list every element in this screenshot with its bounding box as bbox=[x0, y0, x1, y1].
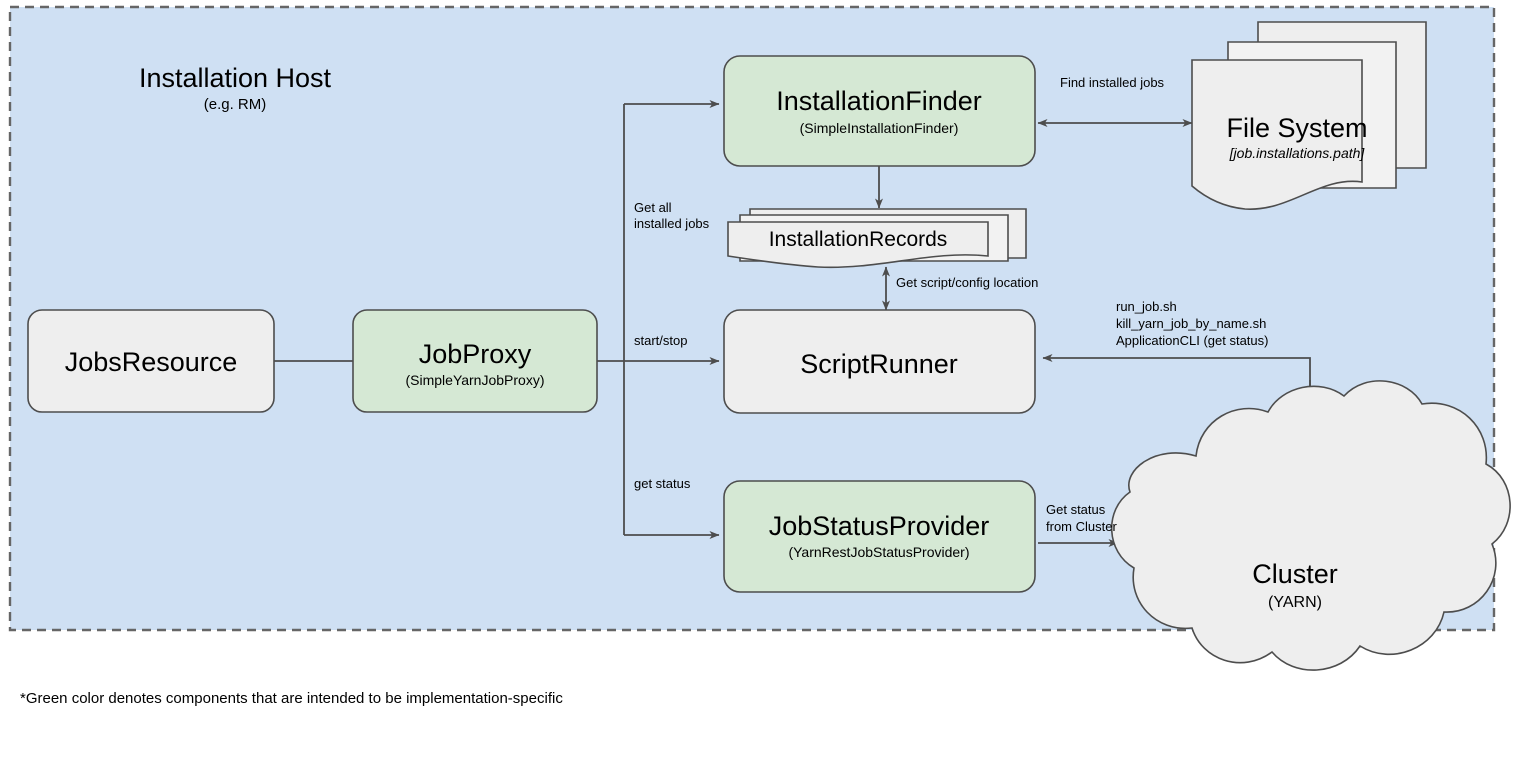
edge-label-run-job-sh: run_job.sh bbox=[1116, 299, 1177, 314]
cluster-title: Cluster bbox=[1252, 559, 1338, 589]
edge-label-find-installed-jobs: Find installed jobs bbox=[1060, 75, 1165, 90]
file-system-title: File System bbox=[1226, 113, 1367, 143]
edge-label-get-all-installed-jobs-line1: Get all bbox=[634, 200, 672, 215]
script-runner-title: ScriptRunner bbox=[800, 349, 958, 379]
installation-finder-box bbox=[723, 55, 1036, 167]
installation-host-title: Installation Host bbox=[139, 63, 332, 93]
file-system-subtitle: [job.installations.path] bbox=[1229, 145, 1366, 161]
edge-label-get-status-from-cluster-line1: Get status bbox=[1046, 502, 1106, 517]
edge-label-start-stop: start/stop bbox=[634, 333, 687, 348]
job-status-provider-subtitle: (YarnRestJobStatusProvider) bbox=[788, 544, 969, 560]
installation-records-title: InstallationRecords bbox=[769, 228, 948, 251]
edge-label-get-status-from-cluster-line2: from Cluster bbox=[1046, 519, 1117, 534]
job-proxy-subtitle: (SimpleYarnJobProxy) bbox=[405, 372, 544, 388]
cluster-cloud-shape bbox=[1110, 380, 1511, 671]
edge-label-kill-yarn-job-by-name-sh: kill_yarn_job_by_name.sh bbox=[1116, 316, 1266, 331]
file-system-node[interactable]: File System [job.installations.path] bbox=[1191, 21, 1427, 210]
footnote-green-legend: *Green color denotes components that are… bbox=[20, 690, 563, 707]
job-proxy-title: JobProxy bbox=[419, 339, 532, 369]
job-status-provider-box bbox=[723, 480, 1036, 593]
installation-finder-subtitle: (SimpleInstallationFinder) bbox=[800, 120, 959, 136]
cluster-node[interactable]: Cluster (YARN) bbox=[1110, 380, 1511, 671]
job-status-provider-node[interactable]: JobStatusProvider (YarnRestJobStatusProv… bbox=[723, 480, 1036, 593]
edge-label-get-all-installed-jobs-line2: installed jobs bbox=[634, 216, 710, 231]
installation-finder-node[interactable]: InstallationFinder (SimpleInstallationFi… bbox=[723, 55, 1036, 167]
installation-host-subtitle: (e.g. RM) bbox=[204, 96, 267, 113]
cluster-subtitle: (YARN) bbox=[1268, 594, 1322, 611]
jobs-resource-node[interactable]: JobsResource bbox=[27, 309, 275, 413]
job-proxy-box bbox=[352, 309, 598, 413]
edge-label-get-script-config-location: Get script/config location bbox=[896, 275, 1038, 290]
jobs-resource-box bbox=[27, 309, 275, 413]
job-status-provider-title: JobStatusProvider bbox=[769, 511, 990, 541]
job-proxy-node[interactable]: JobProxy (SimpleYarnJobProxy) bbox=[352, 309, 598, 413]
edge-label-applicationcli-get-status: ApplicationCLI (get status) bbox=[1116, 333, 1268, 348]
installation-records-sheet-front bbox=[727, 221, 989, 269]
edge-label-get-status: get status bbox=[634, 476, 691, 491]
jobs-resource-title: JobsResource bbox=[65, 347, 238, 377]
file-system-sheet-front bbox=[1191, 59, 1363, 210]
script-runner-box bbox=[723, 309, 1036, 414]
script-runner-node[interactable]: ScriptRunner bbox=[723, 309, 1036, 414]
installation-finder-title: InstallationFinder bbox=[776, 86, 982, 116]
installation-records-node[interactable]: InstallationRecords bbox=[727, 208, 1027, 269]
